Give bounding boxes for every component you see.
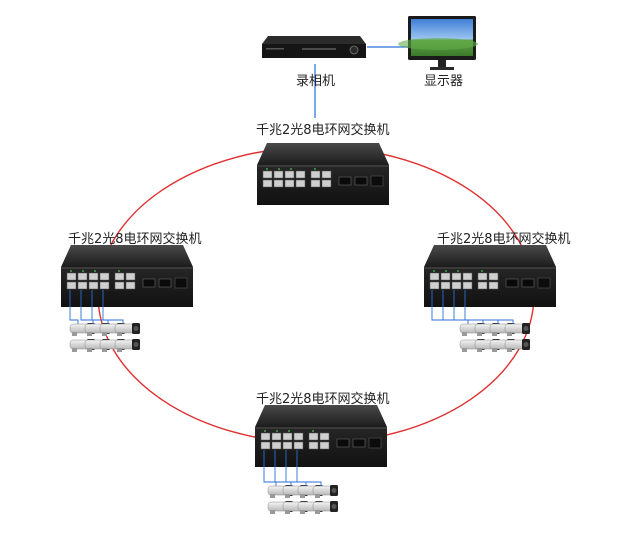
switch-left-label: 千兆2光8电环网交换机 bbox=[68, 232, 202, 247]
switch-top bbox=[256, 142, 390, 206]
switch-bottom-label: 千兆2光8电环网交换机 bbox=[256, 392, 390, 407]
camera-group-left bbox=[69, 290, 141, 353]
switch-top-label: 千兆2光8电环网交换机 bbox=[256, 123, 390, 138]
bottom-wire bbox=[296, 450, 322, 486]
recorder-device bbox=[262, 36, 366, 58]
monitor-device bbox=[398, 16, 478, 70]
bottom-camera-icon bbox=[312, 484, 339, 499]
right-wire bbox=[464, 290, 514, 324]
left-camera-icon bbox=[114, 338, 141, 353]
bottom-wire bbox=[274, 450, 292, 486]
left-wire bbox=[91, 290, 109, 324]
camera-group-right bbox=[431, 290, 531, 353]
right-camera-icon bbox=[504, 338, 531, 353]
left-wire bbox=[102, 290, 124, 324]
left-camera-icon bbox=[114, 322, 141, 337]
camera-group-bottom bbox=[263, 450, 339, 515]
switch-right bbox=[423, 244, 557, 308]
switch-right-label: 千兆2光8电环网交换机 bbox=[437, 232, 571, 247]
left-wire bbox=[69, 290, 79, 324]
bottom-wire bbox=[285, 450, 307, 486]
bottom-camera-icon bbox=[312, 500, 339, 515]
left-wire bbox=[80, 290, 94, 324]
recorder-label: 录相机 bbox=[296, 74, 336, 89]
monitor-label: 显示器 bbox=[424, 74, 464, 89]
bottom-wire bbox=[263, 450, 277, 486]
